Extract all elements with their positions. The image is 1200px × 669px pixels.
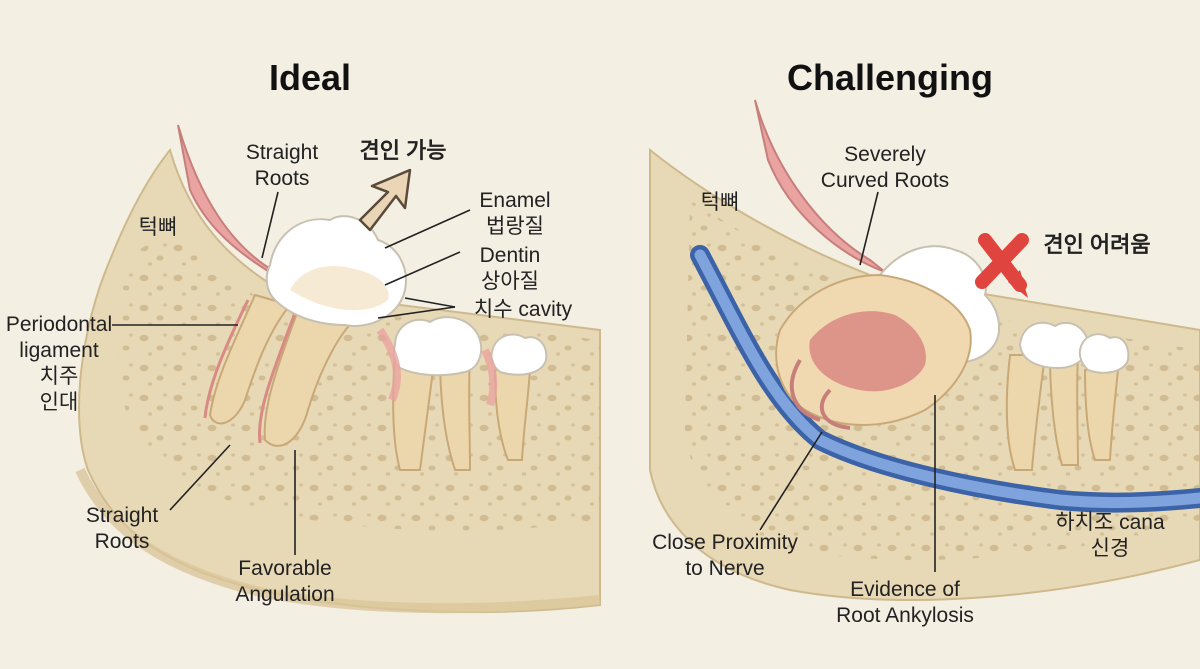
ideal-straight-roots-top-line2: Roots [254, 167, 310, 190]
favorable-angulation-label: Favorable Angulation [215, 556, 355, 608]
challenging-pulp [809, 311, 926, 392]
pdl-label-ko2: 인대 [39, 391, 79, 414]
ideal-bone-pores [117, 241, 600, 531]
ideal-straight-roots-bottom-line1: Straight [85, 504, 159, 527]
extraction-possible-label: 견인 가능 [359, 138, 447, 163]
inferior-canal-line1: 하치조 cana [1055, 511, 1165, 534]
up-right-arrow-icon [358, 168, 412, 232]
dentin-label-ko: 상아질 [481, 270, 539, 293]
severely-curved-roots-line2: Curved Roots [820, 169, 950, 192]
challenging-molar-2-root [1005, 354, 1080, 471]
inferior-alveolar-nerve-highlight [694, 249, 1200, 509]
ideal-straight-roots-bottom: Straight Roots [72, 503, 172, 555]
root-ankylosis-line1: Evidence of [850, 578, 960, 601]
pulp-cavity-label: 치수 cavity [473, 298, 573, 321]
challenging-jawbone-label: 턱뼈 [700, 191, 740, 214]
ideal-root-front [208, 293, 292, 425]
close-proximity-label: Close Proximity to Nerve [630, 530, 820, 582]
ideal-pdl-line [203, 299, 298, 444]
ideal-illustration [75, 124, 601, 614]
ideal-molar-3-root [493, 369, 532, 461]
ideal-dentin [290, 266, 389, 311]
enamel-label-ko: 법랑질 [486, 215, 544, 238]
ideal-straight-roots-top-line1: Straight [245, 141, 319, 164]
pdl-label-ko1: 치주 [39, 365, 79, 388]
challenging-gum-strip [754, 99, 886, 273]
close-proximity-line1: Close Proximity [652, 531, 798, 554]
ideal-straight-roots-top: Straight Roots [232, 140, 332, 192]
challenging-leader-lines [759, 191, 936, 572]
challenging-molar-3-crown [1078, 333, 1130, 374]
enamel-label-en: Enamel [479, 189, 551, 212]
challenging-title: Challenging [787, 57, 993, 98]
challenging-curved-roots [789, 358, 851, 430]
challenging-illustration [649, 99, 1200, 601]
challenging-molar-3-root [1083, 369, 1120, 461]
root-ankylosis-label: Evidence of Root Ankylosis [810, 577, 1000, 629]
ideal-cortical-band [75, 467, 601, 614]
severely-curved-roots-label: Severely Curved Roots [810, 142, 960, 194]
pdl-label-line1: Periodontal [5, 313, 113, 336]
favorable-angulation-line1: Favorable [238, 557, 332, 580]
ideal-title: Ideal [268, 57, 352, 98]
ideal-straight-roots-bottom-line2: Roots [94, 530, 150, 553]
ideal-molar-2-crown [392, 316, 483, 377]
ideal-leader-lines [112, 191, 471, 555]
root-ankylosis-line2: Root Ankylosis [836, 604, 974, 627]
close-proximity-line2: to Nerve [685, 557, 765, 580]
challenging-molar-2-crown [1018, 321, 1090, 370]
ideal-molar-3-crown [490, 333, 548, 376]
dentin-label: Dentin 상아질 [465, 243, 555, 295]
inferior-canal-line2: 신경 [1090, 537, 1130, 560]
favorable-angulation-line2: Angulation [235, 583, 335, 606]
ideal-root-back [263, 303, 363, 447]
inferior-canal-label: 하치조 cana 신경 [1045, 510, 1175, 562]
ideal-gum-front [376, 327, 498, 407]
enamel-label: Enamel 법랑질 [470, 188, 560, 240]
ideal-jawbone-label: 턱뼈 [138, 216, 178, 239]
red-cross-arrow-icon [975, 233, 1029, 298]
pdl-label: Periodontal ligament 치주 인대 [4, 312, 114, 416]
pdl-label-line2: ligament [19, 339, 99, 362]
extraction-difficult-label: 견인 어려움 [1043, 232, 1151, 257]
severely-curved-roots-line1: Severely [844, 143, 926, 166]
dentin-label-en: Dentin [479, 244, 541, 267]
